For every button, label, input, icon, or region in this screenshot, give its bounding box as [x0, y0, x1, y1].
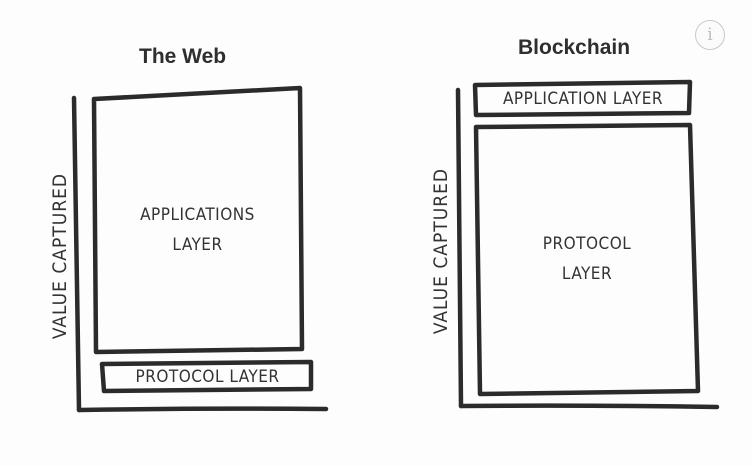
- web-applications-box: [91, 85, 305, 355]
- web-protocol-label: PROTOCOL LAYER: [135, 367, 280, 387]
- info-icon: i: [707, 25, 713, 45]
- web-applications-label: APPLICATIONS LAYER: [95, 200, 300, 260]
- web-y-axis: [71, 95, 82, 413]
- info-button[interactable]: i: [695, 20, 725, 50]
- blockchain-application-box: [472, 79, 693, 118]
- blockchain-protocol-label-line1: PROTOCOL: [542, 234, 632, 254]
- blockchain-y-axis: [455, 87, 464, 409]
- blockchain-protocol-label: PROTOCOL LAYER: [480, 229, 694, 289]
- blockchain-protocol-box: [473, 122, 701, 397]
- web-x-axis: [76, 406, 329, 413]
- web-applications-label-line1: APPLICATIONS: [140, 205, 255, 225]
- blockchain-protocol-label-line2: LAYER: [561, 264, 613, 284]
- web-y-axis-label: VALUE CAPTURED: [49, 172, 71, 340]
- blockchain-y-axis-label: VALUE CAPTURED: [430, 167, 452, 335]
- blockchain-x-axis: [458, 403, 720, 410]
- blockchain-application-label: APPLICATION LAYER: [502, 89, 664, 109]
- web-title: The Web: [139, 45, 227, 68]
- web-applications-label-line2: LAYER: [172, 235, 223, 255]
- web-protocol-box: [99, 359, 314, 394]
- blockchain-title: Blockchain: [518, 36, 631, 59]
